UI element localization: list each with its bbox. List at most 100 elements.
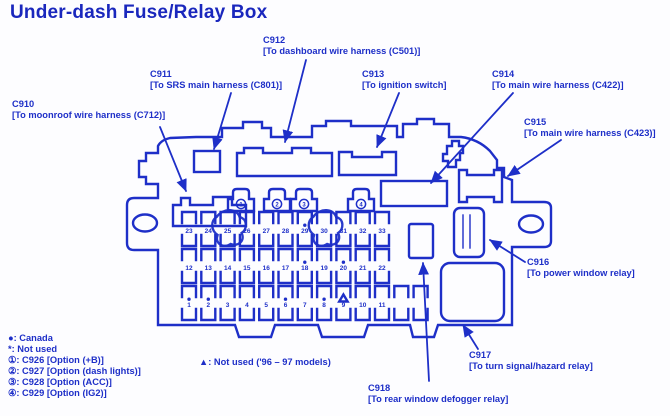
- fuse-terminal-bottom: [354, 307, 371, 322]
- option-connector-number: 3: [302, 203, 306, 209]
- legend-option-3: ③: C928 [Option (ACC)]: [8, 377, 112, 387]
- fuse-terminal-top: [219, 284, 236, 299]
- fuse-terminal-top: [219, 247, 236, 262]
- page-title: Under-dash Fuse/Relay Box: [10, 2, 268, 23]
- fuse-terminal-bottom: [180, 270, 198, 285]
- fuse-terminal-bottom: [335, 233, 352, 248]
- fuse-terminal-top: [258, 247, 275, 262]
- fuse-terminal-bottom: [354, 233, 371, 248]
- right-mount-hole: [517, 214, 545, 234]
- connector-c913: [337, 150, 398, 177]
- fuse-number: 25: [224, 228, 232, 235]
- label-c913-code: C913: [362, 69, 384, 79]
- legend-triangle-note: ▲: Not used ('96 – 97 models): [199, 357, 331, 367]
- fuse-number: 19: [320, 265, 328, 272]
- fuse-terminal-bottom: [373, 233, 391, 248]
- canada-dot-mark: [187, 297, 191, 301]
- canada-dot-mark: [303, 223, 307, 227]
- fuse-terminal-bottom: [335, 307, 352, 322]
- fuse-number: 6: [284, 302, 288, 309]
- label-c916-desc: [To power window relay]: [527, 268, 635, 278]
- label-c918-desc: [To rear window defogger relay]: [368, 394, 508, 404]
- fuse-terminal-top: [180, 284, 198, 299]
- leader-c918: [418, 262, 430, 382]
- canada-dot-mark: [322, 297, 326, 301]
- connector-c916: [452, 206, 486, 259]
- fuse-terminal-top: [373, 210, 391, 225]
- label-c913-desc: [To ignition switch]: [362, 80, 447, 90]
- fuse-number: 31: [340, 228, 348, 235]
- leader-lines: [159, 59, 562, 382]
- fuse-terminal-bottom: [258, 307, 275, 322]
- fuse-terminal-top: [200, 247, 217, 262]
- fuse-terminal-bottom: [354, 270, 371, 285]
- canada-dot-mark: [206, 297, 210, 301]
- legend: ●: Canada *: Not used ①: C926 [Option (+…: [8, 333, 331, 398]
- fuse-terminal-bottom: [180, 233, 198, 248]
- leader-c913: [376, 92, 400, 148]
- option-connector-shape: [226, 187, 256, 213]
- fuse-number: 30: [320, 228, 328, 235]
- fuse-number: 12: [185, 265, 193, 272]
- fuse-terminal-top: [296, 247, 313, 262]
- label-c912-code: C912: [263, 35, 285, 45]
- leader-c914: [430, 92, 514, 184]
- fuse-terminal-top: [277, 210, 294, 225]
- fuse-number: 26: [243, 228, 251, 235]
- fuse-number: 29: [301, 228, 309, 235]
- label-c912-desc: [To dashboard wire harness (C501)]: [263, 46, 420, 56]
- fuse-terminal-top: [335, 247, 352, 262]
- leader-c912: [282, 59, 307, 143]
- fuse-number: 4: [245, 302, 249, 309]
- connector-c914: [379, 179, 449, 208]
- label-c917-code: C917: [469, 350, 491, 360]
- fuse-number: 21: [359, 265, 367, 272]
- fuse-number: 22: [378, 265, 386, 272]
- leader-c910: [159, 126, 187, 192]
- fuse-number: 20: [340, 265, 348, 272]
- fuse-terminal-bottom: [238, 270, 256, 285]
- fuse-terminal-bottom: [315, 307, 333, 322]
- fuse-terminal-bottom: [238, 233, 256, 248]
- option-connector-circle: [355, 198, 367, 210]
- connector-small-cross: [441, 139, 465, 169]
- fuse-terminal-bottom: [258, 233, 275, 248]
- fuse-number: 5: [264, 302, 268, 309]
- fuse-terminal-top: [354, 247, 371, 262]
- fuse-number: 11: [379, 302, 386, 309]
- fuse-number: 18: [301, 265, 309, 272]
- legend-not-used: *: Not used: [8, 344, 57, 354]
- fuse-terminal-bottom: [393, 307, 410, 322]
- fuse-terminal-bottom: [277, 233, 294, 248]
- connector-c917: [439, 261, 506, 323]
- fuse-number: 14: [224, 265, 232, 272]
- fuse-number: 7: [303, 302, 307, 309]
- option-connector-circle: [235, 198, 247, 210]
- fuse-terminal-top: [315, 247, 333, 262]
- fuse-terminal-bottom: [200, 270, 217, 285]
- fuse-number: 15: [243, 265, 251, 272]
- fuse-terminal-top: [315, 210, 333, 225]
- label-c915-code: C915: [524, 117, 546, 127]
- fuse-number: 1: [187, 302, 191, 309]
- fuse-terminal-bottom: [315, 270, 333, 285]
- canada-dot-mark: [303, 260, 307, 264]
- fuse-terminal-top: [277, 284, 294, 299]
- fuse-terminal-top: [393, 284, 410, 299]
- fuse-terminal-bottom: [296, 307, 313, 322]
- fuse-terminal-top: [180, 210, 198, 225]
- fuse-terminal-bottom: [200, 307, 217, 322]
- fuse-terminal-top: [354, 284, 371, 299]
- fuse-terminal-top: [277, 247, 294, 262]
- fuse-number: 16: [263, 265, 271, 272]
- legend-canada: ●: Canada: [8, 333, 54, 343]
- fuse-terminal-bottom: [296, 233, 313, 248]
- option-connector-circle: [298, 198, 310, 210]
- connector-c911: [192, 149, 222, 174]
- fuse-terminal-bottom: [200, 233, 217, 248]
- not-used-triangle-mark: [337, 292, 350, 303]
- fuse-terminal-bottom: [277, 307, 294, 322]
- fuse-terminal-top: [238, 284, 256, 299]
